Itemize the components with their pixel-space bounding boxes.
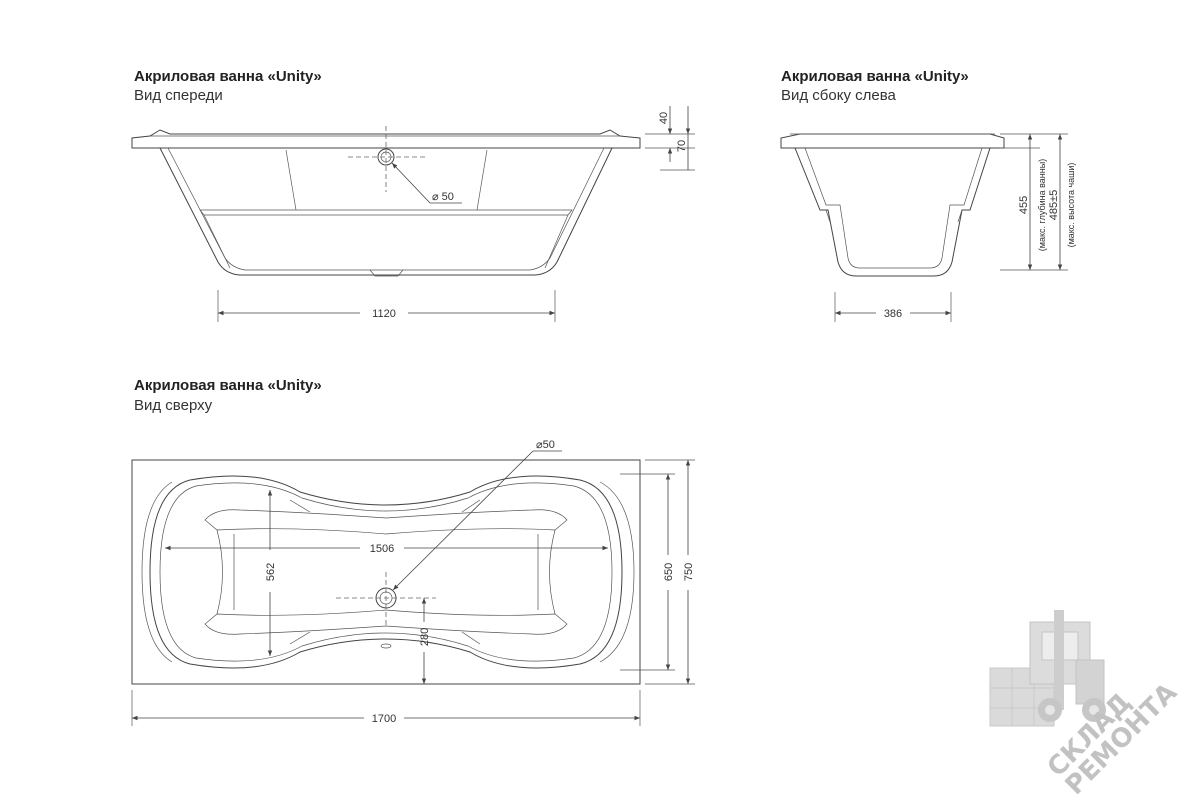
top-view-subtitle: Вид сверху — [134, 397, 213, 414]
side-width-label: 386 — [884, 308, 902, 320]
top-total-length-label: 1700 — [372, 713, 396, 725]
front-rim-label: 40 — [658, 112, 670, 124]
top-drain-offset-label: 280 — [419, 628, 431, 646]
top-view-drawing: ⌀50 1506 562 280 650 750 1700 — [131, 439, 695, 726]
top-drain-label: ⌀50 — [536, 439, 555, 451]
forklift-icon — [989, 610, 1106, 727]
side-depth-label: 455 — [1018, 196, 1030, 214]
side-view-subtitle: Вид сбоку слева — [781, 87, 896, 104]
side-view-title: Акриловая ванна «Unity» — [781, 68, 969, 85]
top-inner-depth-label: 650 — [663, 563, 675, 581]
front-drain-label: ⌀ 50 — [432, 191, 454, 203]
front-view-title: Акриловая ванна «Unity» — [134, 68, 322, 85]
top-inner-length-label: 1506 — [370, 543, 394, 555]
side-view-drawing: 386 455 (макс. глубина ванны) 485±5 (мак… — [780, 133, 1076, 322]
side-height-note: (макс. высота чаши) — [1066, 163, 1076, 248]
front-rim-total-label: 70 — [676, 140, 688, 152]
watermark-logo: СКЛАД РЕМОНТА — [989, 610, 1183, 799]
front-view-drawing: ⌀ 50 1120 40 70 — [131, 106, 695, 322]
front-view-subtitle: Вид спереди — [134, 87, 223, 104]
top-total-width-label: 750 — [683, 563, 695, 581]
top-view-title: Акриловая ванна «Unity» — [134, 377, 322, 394]
top-inner-width-label: 562 — [265, 563, 277, 581]
side-height-label: 485±5 — [1048, 190, 1060, 221]
side-depth-note: (макс. глубина ванны) — [1037, 159, 1047, 251]
front-width-label: 1120 — [372, 308, 396, 320]
